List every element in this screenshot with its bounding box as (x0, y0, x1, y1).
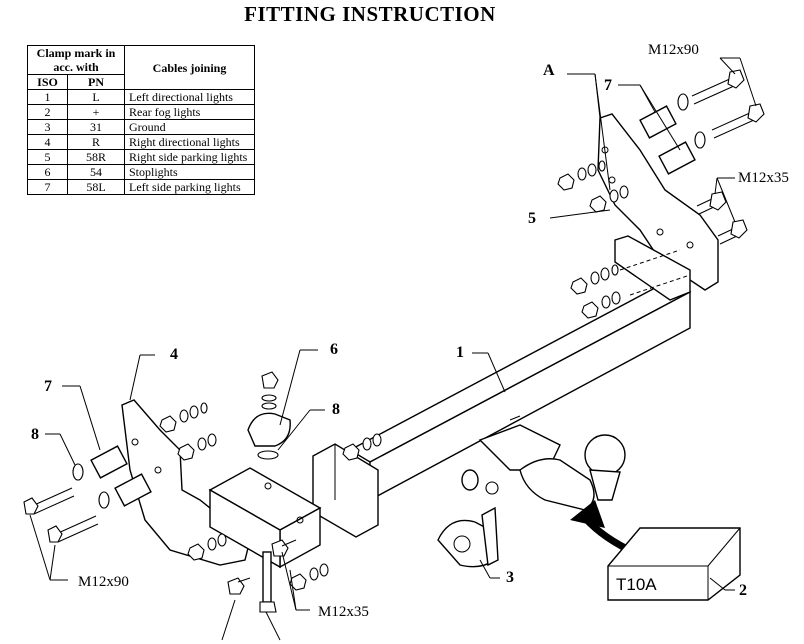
crossbar-tube (312, 279, 692, 538)
left-spacers (72, 445, 152, 509)
table-header-row: Clamp mark in acc. with Cables joining (27, 45, 255, 90)
header-clamp-mark: Clamp mark in acc. with (27, 45, 125, 75)
callout-3: 3 (506, 569, 514, 586)
tow-ball-assembly (461, 424, 626, 511)
callout-5: 5 (528, 210, 536, 227)
center-mounting-plate (208, 467, 322, 569)
iso-cell: 7 (27, 179, 68, 195)
callout-A: A (543, 62, 555, 79)
label-m12x90-top: M12x90 (648, 42, 699, 58)
top-long-bolts (691, 69, 765, 139)
clamp-block (247, 371, 291, 460)
label-m12x90-bottom: M12x90 (78, 574, 129, 590)
left-nut-groups (159, 402, 382, 591)
callout-2: 2 (739, 582, 747, 599)
pn-cell: 31 (67, 119, 125, 135)
desc-cell: Left side parking lights (124, 179, 255, 195)
right-side-bracket (597, 113, 719, 301)
callout-7-left: 7 (44, 378, 52, 395)
cable-joining-table: Clamp mark in acc. with Cables joining I… (27, 45, 255, 195)
header-pn: PN (67, 74, 125, 90)
callout-8-left: 8 (31, 426, 39, 443)
top-short-bolts (696, 191, 748, 245)
desc-cell: Right directional lights (124, 134, 255, 150)
bottom-short-bolts (227, 539, 297, 613)
page-title: FITTING INSTRUCTION (244, 2, 496, 26)
desc-cell: Ground (124, 119, 255, 135)
label-m12x35-bottom: M12x35 (318, 604, 369, 620)
socket-plate (437, 506, 499, 568)
callout-1: 1 (456, 344, 464, 361)
callout-4: 4 (170, 346, 178, 363)
desc-cell: Stoplights (124, 164, 255, 180)
leader-lines (29, 57, 757, 641)
pn-cell: 58L (67, 179, 125, 195)
packaging-box: T10A (607, 527, 741, 601)
label-m12x35-top: M12x35 (738, 170, 789, 186)
callout-8-mid: 8 (332, 401, 340, 418)
header-cables-joining: Cables joining (124, 45, 255, 90)
callout-7-right: 7 (604, 77, 612, 94)
right-nut-groups (557, 160, 691, 319)
pn-cell: 54 (67, 164, 125, 180)
box-label: T10A (616, 575, 657, 594)
bottom-long-bolts (23, 487, 99, 543)
desc-cell: Right side parking lights (124, 149, 255, 165)
callout-6: 6 (330, 341, 338, 358)
right-spacers (639, 93, 706, 175)
